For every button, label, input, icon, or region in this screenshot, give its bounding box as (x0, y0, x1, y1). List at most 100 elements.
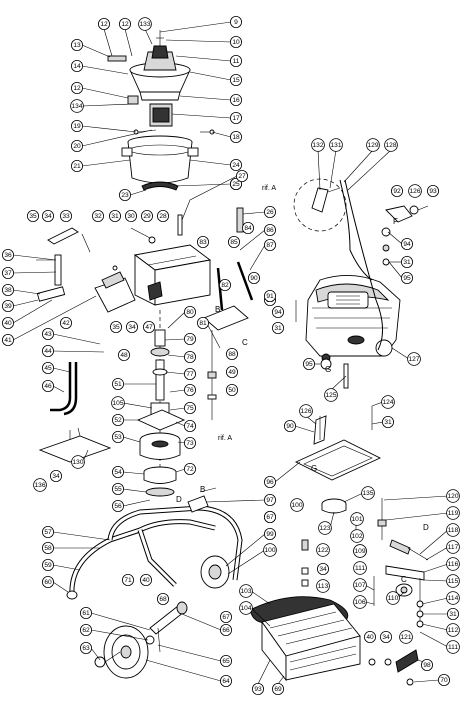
part-callout: 12 (98, 17, 111, 30)
callout-circle (112, 413, 125, 426)
callout-circle (126, 320, 139, 333)
callout-number: 42 (62, 320, 70, 327)
callout-number: 74 (186, 423, 194, 430)
callout-circle (183, 419, 196, 432)
callout-circle (111, 396, 125, 410)
diagram-reference-label: F (393, 217, 398, 226)
part-callout: 96 (263, 475, 276, 488)
callout-number: 88 (228, 351, 236, 358)
part-callout: 19 (71, 120, 84, 133)
leader-lines (12, 21, 449, 685)
part-callout: 43 (42, 327, 55, 340)
callout-layer: 1212133913101114151216134171918202124222… (2, 15, 460, 696)
part-callout: 34 (126, 320, 139, 333)
callout-circle (196, 316, 209, 329)
callout-number: 56 (114, 503, 122, 510)
part-callout: 84 (241, 221, 254, 234)
callout-number: 90 (250, 275, 258, 282)
part-callout: 53 (112, 430, 125, 443)
part-callout: 49 (225, 365, 238, 378)
part-callout: 93 (426, 184, 439, 197)
callout-circle (119, 17, 132, 30)
callout-circle (283, 419, 296, 432)
part-callout: 34 (316, 563, 329, 576)
part-callout: 40 (363, 631, 376, 644)
callout-circle (71, 455, 85, 469)
callout-number: 58 (44, 545, 52, 552)
part-callout: 111 (353, 561, 367, 575)
callout-circle (218, 278, 231, 291)
part-callout: 87 (263, 238, 276, 251)
part-callout: 14 (71, 60, 84, 73)
callout-number: 136 (34, 482, 45, 489)
part-callout: 76 (183, 383, 196, 396)
part-callout: 115 (446, 574, 460, 588)
callout-circle (125, 209, 138, 222)
callout-number: 97 (266, 497, 274, 504)
callout-circle (70, 99, 84, 113)
part-callout: 72 (183, 462, 196, 475)
callout-circle (196, 235, 209, 248)
part-callout: 126 (299, 404, 313, 418)
callout-number: 81 (199, 320, 207, 327)
callout-circle (353, 544, 367, 558)
callout-circle (98, 17, 111, 30)
callout-circle (225, 347, 238, 360)
engine-assembly (293, 178, 429, 389)
callout-number: 36 (4, 252, 12, 259)
callout-number: 34 (52, 473, 60, 480)
callout-number: 49 (228, 369, 236, 376)
callout-circle (112, 430, 125, 443)
callout-number: 115 (448, 578, 459, 585)
callout-number: 135 (362, 490, 373, 497)
callout-number: 113 (318, 583, 329, 590)
callout-circle (446, 574, 460, 588)
callout-circle (71, 120, 84, 133)
part-callout: 60 (42, 576, 55, 589)
callout-circle (271, 321, 284, 334)
callout-number: 39 (4, 303, 12, 310)
part-callout: 104 (239, 601, 253, 615)
callout-circle (42, 526, 55, 539)
callout-circle (42, 361, 55, 374)
part-callout: 23 (119, 188, 132, 201)
part-callout: 59 (42, 559, 55, 572)
diagram-reference-label: G (311, 464, 317, 473)
callout-circle (219, 611, 232, 624)
callout-number: 100 (291, 502, 302, 509)
part-callout: 50 (225, 383, 238, 396)
callout-circle (302, 357, 315, 370)
part-callout: 106 (353, 595, 367, 609)
callout-circle (229, 74, 242, 87)
part-callout: 28 (156, 209, 169, 222)
callout-circle (50, 469, 63, 482)
callout-number: 31 (403, 259, 411, 266)
part-callout: 69 (271, 683, 284, 696)
part-callout: 12 (119, 17, 132, 30)
part-callout: 52 (112, 413, 125, 426)
part-callout: 125 (324, 388, 338, 402)
part-callout: 56 (112, 499, 125, 512)
callout-number: 85 (230, 239, 238, 246)
callout-circle (363, 631, 376, 644)
part-callout: 131 (329, 138, 343, 152)
callout-circle (140, 209, 153, 222)
callout-circle (353, 561, 367, 575)
callout-circle (381, 395, 395, 409)
callout-circle (229, 112, 242, 125)
callout-circle (318, 521, 332, 535)
callout-number: 51 (114, 381, 122, 388)
part-callout: 31 (381, 415, 394, 428)
callout-circle (353, 595, 367, 609)
callout-number: 57 (44, 529, 52, 536)
handle-and-footplate (38, 362, 112, 463)
callout-number: 19 (73, 123, 81, 130)
callout-circle (42, 327, 55, 340)
callout-circle (119, 188, 132, 201)
part-callout: 99 (263, 528, 276, 541)
callout-number: 54 (114, 469, 122, 476)
callout-number: 72 (186, 466, 194, 473)
part-callout: 34 (42, 209, 55, 222)
